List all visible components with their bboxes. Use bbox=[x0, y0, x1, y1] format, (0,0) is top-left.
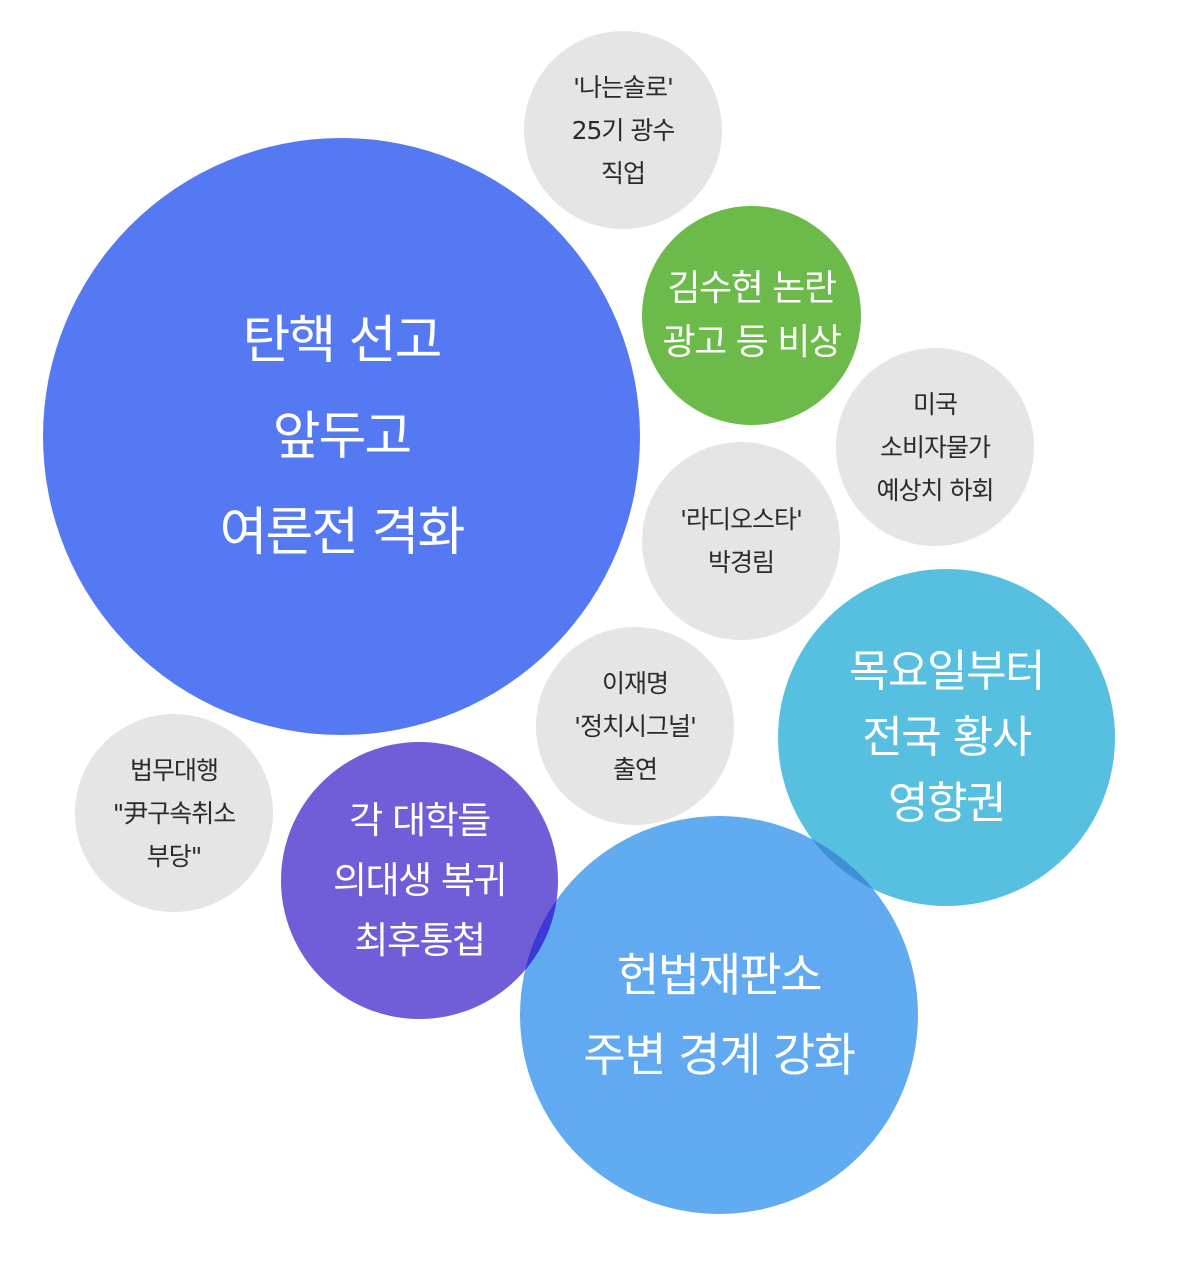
bubble-label: '나는솔로' 25기 광수 직업 bbox=[571, 72, 676, 188]
bubble-us-consumer[interactable]: 미국 소비자물가 예상치 하회 bbox=[836, 348, 1034, 546]
bubble-justice-minister[interactable]: 법무대행 "尹구속취소 부당" bbox=[75, 714, 273, 912]
bubble-label: 헌법재판소 주변 경계 강화 bbox=[583, 948, 856, 1082]
bubble-label: 법무대행 "尹구속취소 부당" bbox=[112, 755, 236, 871]
bubble-label: 목요일부터 전국 황사 영향권 bbox=[849, 645, 1045, 829]
bubble-leejaemyung[interactable]: 이재명 '정치시그널' 출연 bbox=[536, 627, 734, 825]
bubble-label: 각 대학들 의대생 복귀 최후통첩 bbox=[333, 798, 507, 962]
bubble-impeachment[interactable]: 탄핵 선고 앞두고 여론전 격화 bbox=[43, 138, 640, 735]
bubble-label: 탄핵 선고 앞두고 여론전 격화 bbox=[219, 310, 466, 563]
bubble-medical-students[interactable]: 각 대학들 의대생 복귀 최후통첩 bbox=[281, 742, 558, 1019]
bubble-label: 김수현 논란 광고 등 비상 bbox=[662, 267, 843, 363]
bubble-constitutional-court[interactable]: 헌법재판소 주변 경계 강화 bbox=[520, 816, 918, 1214]
bubble-radiostar[interactable]: '라디오스타' 박경림 bbox=[642, 442, 840, 640]
bubble-label: '라디오스타' 박경림 bbox=[680, 505, 803, 577]
bubble-label: 미국 소비자물가 예상치 하회 bbox=[876, 389, 995, 505]
bubble-label: 이재명 '정치시그널' 출연 bbox=[574, 668, 697, 784]
bubble-nasolo[interactable]: '나는솔로' 25기 광수 직업 bbox=[524, 31, 722, 229]
bubble-kimsoohyun[interactable]: 김수현 논란 광고 등 비상 bbox=[642, 206, 861, 425]
